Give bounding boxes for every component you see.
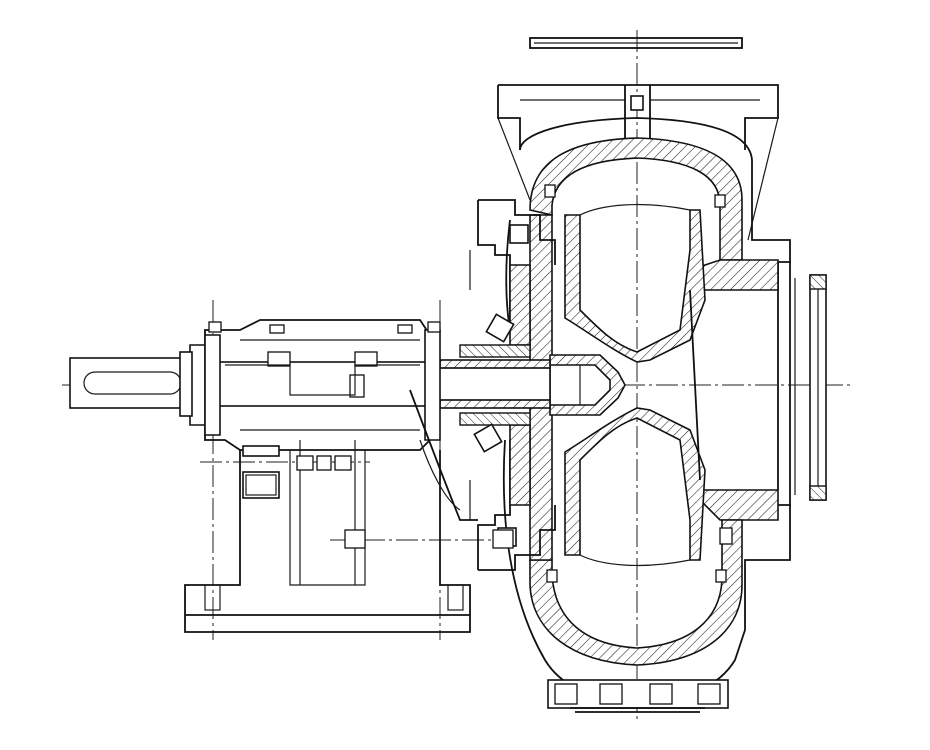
shaft-coupling-end — [69, 357, 191, 409]
housing-bolt-1 — [269, 324, 285, 334]
shaft-main — [189, 361, 551, 407]
end-cover-right — [424, 329, 441, 441]
pedestal-bolt-2 — [344, 529, 366, 549]
impeller-shroud-lower — [564, 407, 706, 561]
liner-lower — [529, 519, 743, 666]
casing-bolt-upper — [714, 194, 726, 208]
bearing-seat-left — [267, 351, 291, 367]
casing-bolts — [544, 184, 733, 713]
discharge-flange-plate — [529, 37, 743, 49]
pedestal-bolt-1 — [296, 455, 314, 471]
foot-nut-4 — [697, 683, 721, 705]
pedestal-outline — [184, 450, 471, 633]
expeller-ring-lower — [509, 424, 531, 506]
shaft — [69, 357, 551, 409]
packing-lower — [459, 412, 531, 426]
volute-casing — [502, 117, 827, 706]
bearing-seat-right — [354, 351, 378, 367]
housing-bolt-2 — [397, 324, 413, 334]
nameplate-lower — [242, 471, 280, 499]
liner-upper — [529, 137, 743, 261]
packing-upper — [459, 344, 531, 358]
bearing-housing — [179, 319, 441, 451]
stuffing-box — [459, 199, 556, 571]
pedestal-base — [184, 389, 514, 633]
expeller-ring-upper — [509, 264, 531, 346]
discharge-flange — [497, 37, 779, 241]
impeller-shroud-upper — [564, 209, 706, 363]
nameplate-upper — [242, 445, 280, 457]
stuffing-bolt-upper — [509, 224, 529, 244]
impeller — [549, 203, 706, 567]
casing-bolt-lower — [715, 569, 727, 583]
foot-nut-1 — [554, 683, 578, 705]
